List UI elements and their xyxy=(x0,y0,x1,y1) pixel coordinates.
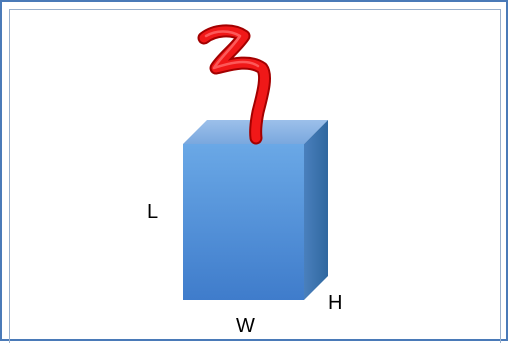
squiggly-wire-shine xyxy=(204,30,260,70)
width-label: W xyxy=(236,315,255,337)
box-side-face xyxy=(304,120,328,300)
length-label: L xyxy=(147,201,158,223)
box-front-face xyxy=(183,144,304,300)
diagram-inner-border xyxy=(9,9,501,343)
height-label: H xyxy=(328,292,342,314)
